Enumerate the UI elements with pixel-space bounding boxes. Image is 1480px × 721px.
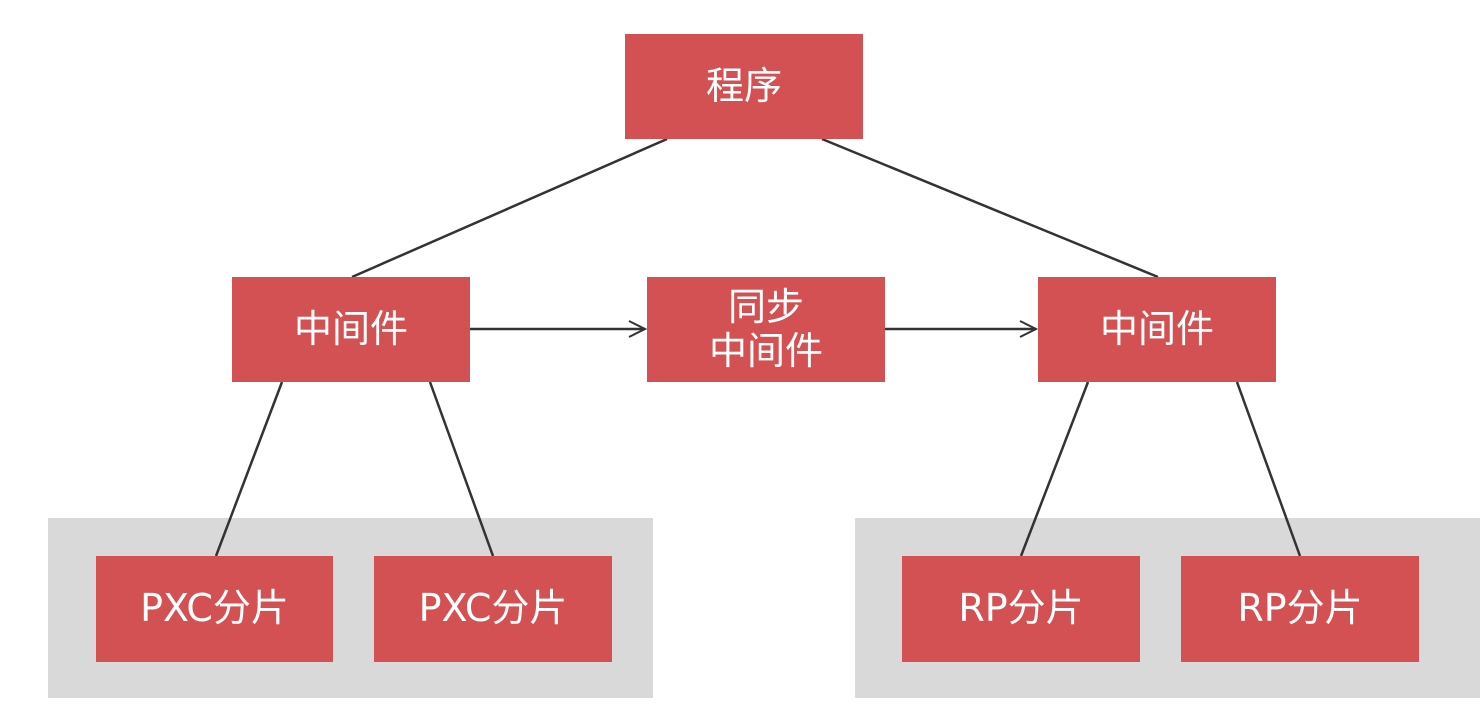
node-sync-middleware: 同步 中间件 (647, 277, 885, 382)
edge-middleware-left-pxc-2 (428, 381, 495, 557)
node-middleware-right: 中间件 (1038, 277, 1276, 382)
edge-middleware-left-pxc-1 (214, 381, 284, 557)
node-program: 程序 (625, 34, 863, 139)
node-pxc-shard-2: PXC分片 (374, 556, 612, 662)
node-middleware-left: 中间件 (232, 277, 470, 382)
edge-program-middleware-right (821, 137, 1159, 279)
node-pxc-shard-1: PXC分片 (96, 556, 333, 662)
edge-program-middleware-left (351, 137, 668, 279)
node-rp-shard-1: RP分片 (902, 556, 1140, 662)
edge-middleware-right-rp-1 (1019, 381, 1090, 557)
edge-middleware-right-rp-2 (1235, 381, 1302, 557)
node-rp-shard-2: RP分片 (1181, 556, 1419, 662)
